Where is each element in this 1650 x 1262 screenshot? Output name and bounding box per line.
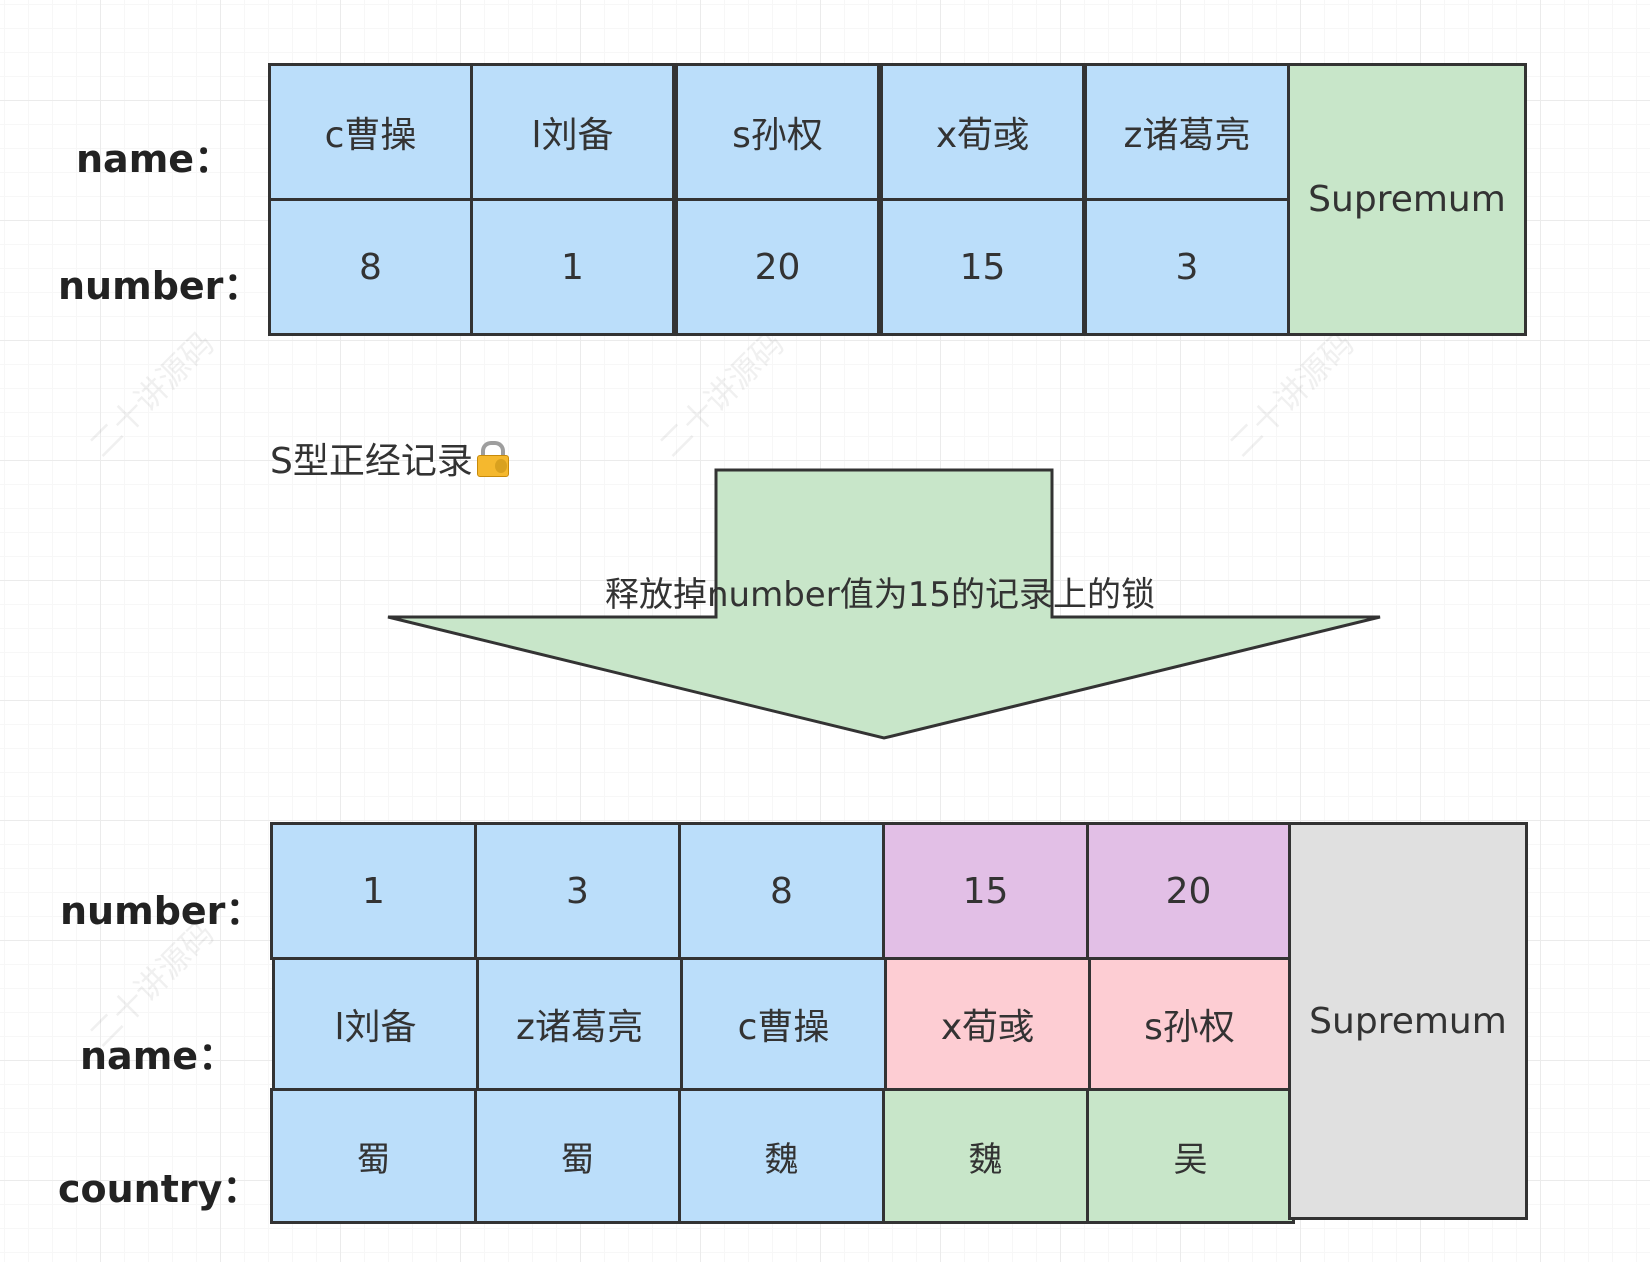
bottom-country-cell-3: 魏 (678, 1088, 885, 1224)
top-name-cell-2: l刘备 (470, 63, 675, 201)
bottom-number-label: number： (60, 889, 264, 933)
top-name-cell-1: c曹操 (268, 63, 473, 201)
bottom-supremum-cell: Supremum (1288, 822, 1528, 1220)
bottom-name-cell-2: z诸葛亮 (476, 957, 683, 1091)
bottom-number-cell-5: 20 (1086, 822, 1291, 960)
arrow-label: 释放掉number值为15的记录上的锁 (605, 575, 1155, 615)
lock-note-text: S型正经记录 (270, 441, 473, 482)
top-name-cell-4: x荀彧 (880, 63, 1085, 201)
top-number-cell-1: 8 (268, 198, 473, 336)
bottom-number-cell-1: 1 (270, 822, 477, 960)
bottom-country-label: country： (58, 1167, 261, 1211)
bottom-name-cell-4: x荀彧 (884, 957, 1091, 1091)
top-number-cell-5: 3 (1084, 198, 1290, 336)
lock-with-key-icon (476, 441, 509, 477)
bottom-name-cell-5: s孙权 (1088, 957, 1291, 1091)
bottom-name-cell-1: l刘备 (272, 957, 479, 1091)
top-name-label: name： (76, 137, 233, 181)
bottom-number-cell-3: 8 (678, 822, 885, 960)
bottom-number-cell-2: 3 (474, 822, 681, 960)
bottom-number-cell-4: 15 (882, 822, 1089, 960)
bottom-country-cell-5: 吴 (1086, 1088, 1295, 1224)
top-number-cell-3: 20 (675, 198, 880, 336)
top-supremum-cell: Supremum (1287, 63, 1527, 336)
lock-note: S型正经记录 (270, 432, 509, 484)
top-number-label: number： (58, 264, 262, 308)
bottom-name-label: name： (80, 1034, 237, 1078)
bottom-country-cell-1: 蜀 (270, 1088, 477, 1224)
top-number-cell-2: 1 (470, 198, 675, 336)
bottom-name-cell-3: c曹操 (680, 957, 887, 1091)
top-number-cell-4: 15 (880, 198, 1085, 336)
bottom-country-cell-2: 蜀 (474, 1088, 681, 1224)
bottom-country-cell-4: 魏 (882, 1088, 1089, 1224)
